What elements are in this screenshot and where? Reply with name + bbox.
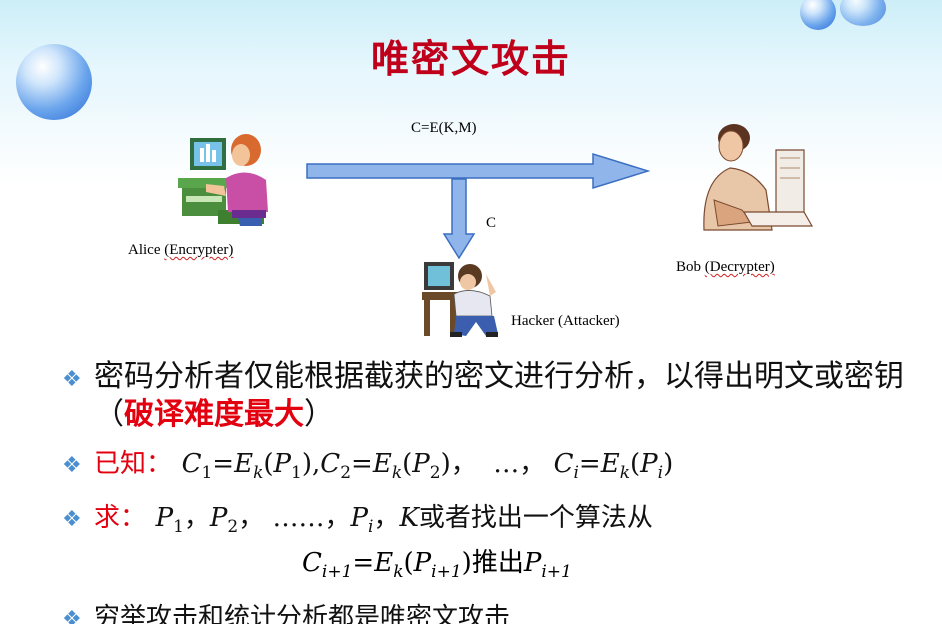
hacker-label: Hacker (Attacker) — [511, 313, 620, 329]
encrypt-arrow — [306, 152, 651, 190]
find-label: 求： — [94, 503, 147, 534]
diamond-bullet-icon: ❖ — [62, 507, 82, 533]
bubble-top-right-1 — [800, 0, 836, 30]
hacker-figure — [422, 262, 498, 337]
difficulty-highlight: 破译难度最大 — [124, 397, 304, 432]
diamond-bullet-icon: ❖ — [62, 453, 82, 478]
cipher-formula-label: C=E(K,M) — [411, 120, 477, 136]
bob-figure — [703, 124, 814, 231]
alice-name: Alice — [128, 242, 161, 258]
alice-figure — [178, 134, 268, 226]
diamond-bullet-icon: ❖ — [62, 367, 82, 392]
bullet-exhaustive-statistical: ❖ 穷举攻击和统计分析都是唯密文攻击 — [62, 598, 922, 624]
bubble-large-left — [16, 44, 92, 120]
diamond-bullet-icon: ❖ — [62, 606, 82, 624]
ciphertext-label: C — [486, 215, 497, 231]
alice-label: Alice (Encrypter) — [128, 242, 233, 259]
alice-role: (Encrypter) — [164, 242, 234, 258]
bob-name: Bob — [676, 259, 702, 275]
bullet-find: ❖ 求： P1，P2， ……，Pi，K或者找出一个算法从 — [62, 503, 653, 538]
intercept-arrow — [442, 178, 476, 260]
known-label: 已知： — [94, 449, 173, 479]
bob-label: Bob (Decrypter) — [676, 259, 775, 276]
bullet-list: ❖ 密码分析者仅能根据截获的密文进行分析，以得出明文或密钥（破译难度最大） ❖ … — [62, 358, 922, 624]
bullet-known: ❖ 已知： C1=Ek(P1),C2=Ek(P2)， …， Ci=Ek(Pi) — [62, 444, 922, 492]
header-band — [0, 0, 942, 120]
find-formula: P1，P2， ……，Pi，K — [155, 503, 419, 538]
slide-title: 唯密文攻击 — [370, 37, 571, 81]
find-formula-line2: Ci+1=Ek(Pi+1)推出Pi+1 — [302, 548, 572, 583]
known-formula: C1=Ek(P1),C2=Ek(P2)， …， Ci=Ek(Pi) — [181, 449, 674, 484]
bullet-ciphertext-only-definition: ❖ 密码分析者仅能根据截获的密文进行分析，以得出明文或密钥（破译难度最大） — [62, 359, 904, 432]
bob-role: (Decrypter) — [704, 259, 775, 275]
